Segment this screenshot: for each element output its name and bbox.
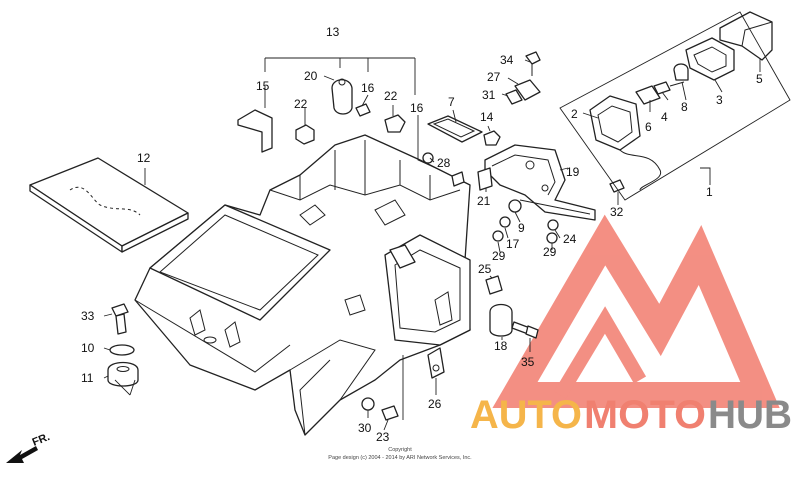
part-16-bolt: [451, 171, 465, 187]
part-12-mat: [29, 157, 189, 253]
watermark-moto: MOTO: [584, 393, 706, 437]
watermark-auto: AUTO: [470, 393, 582, 437]
callout-27: 27: [487, 70, 501, 84]
callout-28: 28: [437, 156, 451, 170]
part-11-grommet: [107, 361, 139, 387]
callout-14: 14: [480, 110, 494, 124]
part-35-bolt: [511, 321, 539, 339]
callout-20: 20: [304, 69, 318, 83]
callout-9: 9: [518, 221, 525, 235]
part-24-washer: [547, 219, 559, 231]
callout-25: 25: [478, 262, 492, 276]
part-22-clip-right: [384, 114, 406, 133]
part-8-bulb: [673, 63, 689, 81]
watermark-text: AUTO MOTO HUB: [470, 393, 792, 437]
part-7-reflector: [427, 115, 483, 143]
part-20-hook: [331, 78, 353, 115]
part-21-spacer: [477, 167, 493, 191]
callout-6: 6: [645, 120, 652, 134]
part-14-nut: [483, 130, 501, 146]
part-29-nut-right: [546, 232, 558, 244]
part-31-clip: [505, 89, 523, 105]
part-28-nut: [422, 152, 434, 164]
rear-fender-assembly: [134, 134, 471, 436]
watermark-logo-icon: [492, 214, 780, 408]
part-1-assembly-outline: [559, 11, 791, 201]
callout-13: 13: [326, 25, 340, 39]
part-25-grommet: [485, 275, 503, 295]
callout-35: 35: [521, 355, 535, 369]
callout-29-b: 29: [543, 245, 557, 259]
part-23-bolt: [381, 405, 399, 421]
callout-24: 24: [563, 232, 577, 246]
callout-33: 33: [81, 309, 95, 323]
part-16-grommet: [355, 103, 371, 117]
callout-3: 3: [716, 93, 723, 107]
part-15-cover: [237, 109, 273, 153]
copyright-line-1: Copyright: [388, 447, 412, 453]
part-18-damper: [489, 303, 513, 337]
callout-16-b: 16: [410, 101, 424, 115]
part-29-nut-left: [492, 230, 504, 242]
watermark-hub: HUB: [708, 393, 792, 437]
part-9-nut: [508, 199, 522, 213]
callout-12: 12: [137, 151, 151, 165]
part-26-clip: [427, 347, 445, 379]
part-33-bolt: [111, 303, 129, 335]
copyright-line-2: Page design (c) 2004 - 2014 by ARI Netwo…: [328, 455, 472, 461]
callouts: 1 2 3 4 5 6 7 8 9 10 11 12 13 14 15 16 1…: [81, 25, 763, 444]
part-4-screw: [653, 81, 685, 95]
callout-1: 1: [706, 185, 713, 199]
callout-22-b: 22: [384, 89, 398, 103]
callout-31: 31: [482, 88, 496, 102]
part-5-lens: [719, 11, 773, 61]
callout-15: 15: [256, 79, 270, 93]
callout-34: 34: [500, 53, 514, 67]
part-10-washer: [109, 344, 135, 356]
callout-17: 17: [506, 237, 520, 251]
part-30-nut: [361, 397, 375, 411]
callout-30: 30: [358, 421, 372, 435]
part-3-gasket: [685, 37, 735, 81]
callout-11: 11: [81, 371, 94, 385]
part-19-bracket: [484, 144, 596, 221]
leader-lines: [103, 57, 761, 431]
direction-label: FR.: [31, 431, 52, 449]
callout-8: 8: [681, 100, 688, 114]
callout-26: 26: [428, 397, 442, 411]
part-2-housing: [589, 95, 662, 191]
callout-22-a: 22: [294, 97, 308, 111]
part-27-bracket: [514, 79, 541, 101]
front-direction-arrow-icon: FR.: [6, 431, 52, 463]
callout-19: 19: [566, 165, 580, 179]
callout-18: 18: [494, 339, 508, 353]
callout-29-a: 29: [492, 249, 506, 263]
part-22-clip-left: [295, 124, 315, 145]
callout-5: 5: [756, 72, 763, 86]
callout-7: 7: [448, 95, 455, 109]
callout-4: 4: [661, 110, 668, 124]
callout-16-a: 16: [361, 81, 375, 95]
callout-23: 23: [376, 430, 390, 444]
callout-32: 32: [610, 205, 624, 219]
callout-10: 10: [81, 341, 95, 355]
callout-2: 2: [571, 107, 578, 121]
part-6-socket: [635, 85, 661, 105]
callout-21: 21: [477, 194, 491, 208]
part-17-washer: [499, 216, 511, 228]
part-34-bolt: [525, 51, 541, 76]
